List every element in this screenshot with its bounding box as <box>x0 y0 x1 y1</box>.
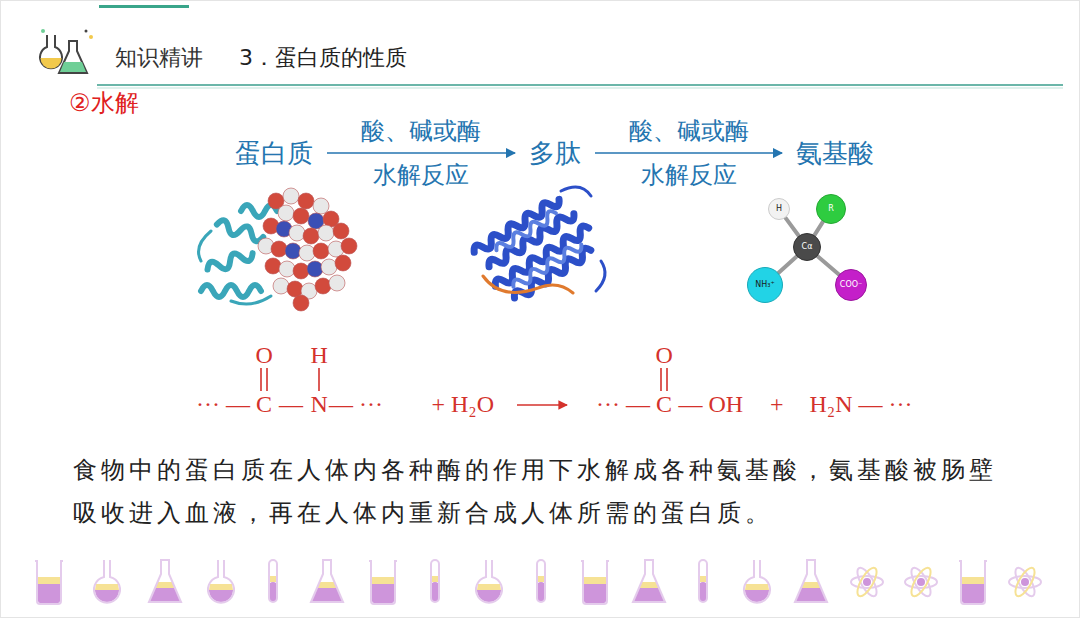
header-rule-light <box>97 88 1063 89</box>
header-tag: 知识精讲 <box>115 43 203 73</box>
atom-symbol: C <box>656 391 672 418</box>
stage-term: 多肽 <box>525 136 585 171</box>
atom-symbol: H <box>311 342 328 369</box>
chemical-bonds <box>261 368 667 391</box>
plus-sign: + <box>770 391 784 418</box>
header-bar <box>99 5 189 8</box>
chain-fragment: ··· — <box>196 391 250 418</box>
atom-ball: R <box>816 194 846 224</box>
slide-title: 3．蛋白质的性质 <box>239 43 407 73</box>
reactant-water: + H₂O <box>432 391 495 418</box>
atom-label: NH₃⁺ <box>755 281 774 289</box>
section-heading: ②水解 <box>69 87 139 119</box>
stage-term: 氨基酸 <box>792 136 878 171</box>
header-icon <box>40 29 93 73</box>
atom-symbol: O <box>656 342 673 369</box>
chain-fragment: — ··· <box>329 391 383 418</box>
atom-label: Cα <box>802 243 813 251</box>
chain-fragment: ··· — <box>596 391 650 418</box>
atom-label: H <box>776 205 782 213</box>
stage-name: 氨基酸 <box>796 138 874 168</box>
bond-stick <box>818 256 839 274</box>
reaction-arrow <box>327 152 515 154</box>
bond-stick <box>778 256 796 273</box>
atom-ball: COO⁻ <box>835 269 867 301</box>
amino-fragment: H₂N — ··· <box>810 391 913 418</box>
atom-symbol: C <box>256 391 272 418</box>
bond-stick <box>814 222 823 235</box>
stage-name: 蛋白质 <box>235 138 313 168</box>
stage-name: 多肽 <box>529 138 581 168</box>
atom-label: R <box>828 205 834 213</box>
atom-label: COO⁻ <box>840 281 862 289</box>
bond-stick <box>786 218 799 236</box>
stage-term: 蛋白质 <box>231 136 317 171</box>
protein-illustration <box>199 188 357 311</box>
atom-symbol: O <box>256 342 273 369</box>
atom-ball: NH₃⁺ <box>747 267 783 303</box>
atom-symbol: N <box>311 391 328 418</box>
arrow-condition: 酸、碱或酶 水解反应 <box>358 109 485 197</box>
atom-ball: H <box>768 198 790 220</box>
polypeptide-illustration <box>472 187 605 307</box>
hydroxyl-group: — OH <box>679 391 744 418</box>
reaction-arrow <box>517 404 567 406</box>
header-rule <box>97 84 1063 86</box>
reaction-arrow <box>595 152 782 154</box>
atom-ball: Cα <box>793 233 821 261</box>
bond-symbol: — <box>279 391 303 418</box>
explanation-paragraph: 食物中的蛋白质在人体内各种酶的作用下水解成各种氨基酸，氨基酸被肠壁吸收进入血液，… <box>73 449 1018 535</box>
arrow-condition: 酸、碱或酶 水解反应 <box>625 109 752 197</box>
footer-icons <box>35 560 1041 604</box>
